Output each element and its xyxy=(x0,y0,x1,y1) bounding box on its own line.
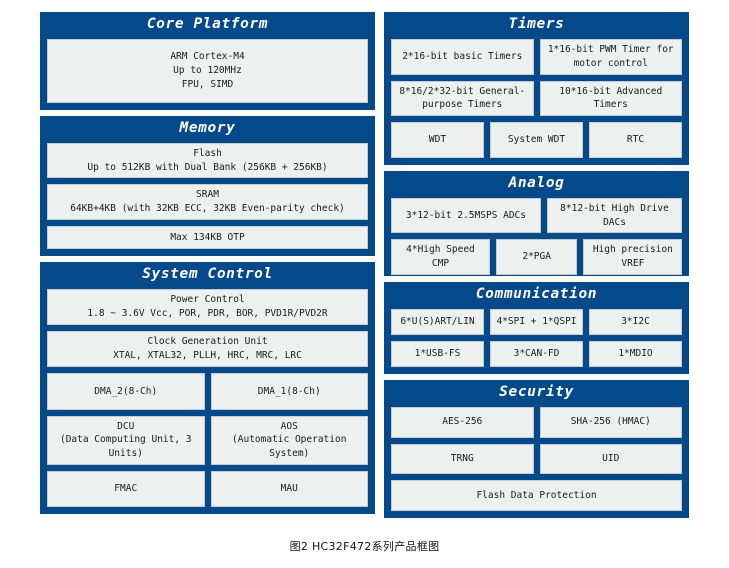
block-cell-dma-2: DMA_2(8-Ch) xyxy=(47,373,205,410)
system-control-row-dma: DMA_2(8-Ch) DMA_1(8-Ch) xyxy=(47,373,368,410)
section-title-core-platform: Core Platform xyxy=(146,16,269,32)
system-control-row-power: Power Control 1.8 ~ 3.6V Vcc, POR, PDR, … xyxy=(47,288,368,326)
section-analog: Analog 3*12-bit 2.5MSPS ADCs 8*12-bit Hi… xyxy=(384,171,689,276)
block-cell-pwm-timer: 1*16-bit PWM Timer for motor control xyxy=(539,38,682,75)
block-cell-rtc: RTC xyxy=(589,122,682,158)
section-memory: Memory Flash Up to 512KB with Dual Bank … xyxy=(40,116,375,256)
section-communication: Communication 6*U(S)ART/LIN 4*SPI + 1*QS… xyxy=(384,282,689,374)
section-title-security: Security xyxy=(499,384,574,400)
block-cell-usart-lin: 6*U(S)ART/LIN xyxy=(391,308,484,335)
security-row-trng-uid: TRNG UID xyxy=(391,443,682,475)
block-cell-aos: AOS (Automatic Operation System) xyxy=(210,415,368,465)
block-cell-usb-fs: 1*USB-FS xyxy=(391,340,484,367)
security-row-aes-sha: AES-256 SHA-256 (HMAC) xyxy=(391,406,682,438)
block-cell-dma-1: DMA_1(8-Ch) xyxy=(210,373,368,410)
memory-row-sram: SRAM 64KB+4KB (with 32KB ECC, 32KB Even-… xyxy=(47,184,368,220)
block-cell-basic-timers: 2*16-bit basic Timers xyxy=(391,38,534,75)
block-cell-sha-256: SHA-256 (HMAC) xyxy=(539,406,682,438)
system-control-row-fmac-mau: FMAC MAU xyxy=(47,470,368,507)
memory-row-otp: Max 134KB OTP xyxy=(47,226,368,249)
analog-row-cmp-pga-vref: 4*High Speed CMP 2*PGA High precision VR… xyxy=(391,239,683,275)
system-control-row-clock: Clock Generation Unit XTAL, XTAL32, PLLH… xyxy=(47,331,368,368)
section-title-analog: Analog xyxy=(508,175,565,191)
block-cell-vref: High precision VREF xyxy=(583,239,683,275)
block-cell-cortex-m4: ARM Cortex-M4 Up to 120MHz FPU, SIMD xyxy=(47,38,368,103)
block-cell-clock-generation-unit: Clock Generation Unit XTAL, XTAL32, PLLH… xyxy=(47,331,368,368)
communication-row-uart-spi-i2c: 6*U(S)ART/LIN 4*SPI + 1*QSPI 3*I2C xyxy=(391,308,682,335)
block-cell-trng: TRNG xyxy=(391,443,534,475)
section-title-timers: Timers xyxy=(508,16,565,32)
left-column: Core Platform ARM Cortex-M4 Up to 120MHz… xyxy=(40,12,375,524)
timers-row-general-advanced: 8*16/2*32-bit General-purpose Timers 10*… xyxy=(391,80,682,117)
section-title-communication: Communication xyxy=(475,286,598,302)
block-cell-dacs: 8*12-bit High Drive DACs xyxy=(546,197,683,234)
block-cell-sram: SRAM 64KB+4KB (with 32KB ECC, 32KB Even-… xyxy=(47,184,368,220)
figure-caption: 图2 HC32F472系列产品框图 xyxy=(289,540,440,553)
block-cell-fmac: FMAC xyxy=(47,470,205,507)
block-cell-mau: MAU xyxy=(210,470,368,507)
timers-row-wdt-rtc: WDT System WDT RTC xyxy=(391,122,682,158)
timers-rows: 2*16-bit basic Timers 1*16-bit PWM Timer… xyxy=(391,38,682,158)
section-system-control: System Control Power Control 1.8 ~ 3.6V … xyxy=(40,262,375,514)
block-cell-i2c: 3*I2C xyxy=(589,308,682,335)
block-cell-system-wdt: System WDT xyxy=(490,122,583,158)
memory-row-flash: Flash Up to 512KB with Dual Bank (256KB … xyxy=(47,142,368,179)
section-timers: Timers 2*16-bit basic Timers 1*16-bit PW… xyxy=(384,12,689,165)
core-platform-rows: ARM Cortex-M4 Up to 120MHz FPU, SIMD xyxy=(47,38,368,103)
section-title-memory: Memory xyxy=(179,120,236,136)
block-cell-flash: Flash Up to 512KB with Dual Bank (256KB … xyxy=(47,142,368,179)
memory-rows: Flash Up to 512KB with Dual Bank (256KB … xyxy=(47,142,368,249)
analog-row-adc-dac: 3*12-bit 2.5MSPS ADCs 8*12-bit High Driv… xyxy=(391,197,683,234)
section-security: Security AES-256 SHA-256 (HMAC) TRNG UID… xyxy=(384,380,689,518)
block-cell-flash-data-protection: Flash Data Protection xyxy=(391,480,682,511)
block-cell-mdio: 1*MDIO xyxy=(589,340,682,367)
security-rows: AES-256 SHA-256 (HMAC) TRNG UID Flash Da… xyxy=(391,406,682,511)
core-platform-row: ARM Cortex-M4 Up to 120MHz FPU, SIMD xyxy=(47,38,368,103)
system-control-row-dcu-aos: DCU (Data Computing Unit, 3 Units) AOS (… xyxy=(47,415,368,465)
block-cell-spi-qspi: 4*SPI + 1*QSPI xyxy=(490,308,583,335)
block-cell-adcs: 3*12-bit 2.5MSPS ADCs xyxy=(391,197,541,234)
block-cell-power-control: Power Control 1.8 ~ 3.6V Vcc, POR, PDR, … xyxy=(47,288,368,326)
communication-rows: 6*U(S)ART/LIN 4*SPI + 1*QSPI 3*I2C 1*USB… xyxy=(391,308,682,367)
section-title-system-control: System Control xyxy=(142,266,273,282)
block-cell-aes-256: AES-256 xyxy=(391,406,534,438)
product-block-diagram: Core Platform ARM Cortex-M4 Up to 120MHz… xyxy=(40,12,689,524)
block-cell-high-speed-cmp: 4*High Speed CMP xyxy=(391,239,490,275)
block-cell-uid: UID xyxy=(539,443,682,475)
block-cell-pga: 2*PGA xyxy=(495,239,578,275)
system-control-rows: Power Control 1.8 ~ 3.6V Vcc, POR, PDR, … xyxy=(47,288,368,507)
section-core-platform: Core Platform ARM Cortex-M4 Up to 120MHz… xyxy=(40,12,375,110)
communication-row-usb-can-mdio: 1*USB-FS 3*CAN-FD 1*MDIO xyxy=(391,340,682,367)
block-cell-dcu: DCU (Data Computing Unit, 3 Units) xyxy=(47,415,205,465)
block-cell-otp: Max 134KB OTP xyxy=(47,226,368,249)
block-cell-wdt: WDT xyxy=(391,122,484,158)
block-cell-advanced-timers: 10*16-bit Advanced Timers xyxy=(539,80,682,117)
timers-row-basic-pwm: 2*16-bit basic Timers 1*16-bit PWM Timer… xyxy=(391,38,682,75)
right-column: Timers 2*16-bit basic Timers 1*16-bit PW… xyxy=(384,12,689,524)
security-row-flash-protection: Flash Data Protection xyxy=(391,480,682,511)
analog-rows: 3*12-bit 2.5MSPS ADCs 8*12-bit High Driv… xyxy=(391,197,683,275)
block-cell-general-purpose-timers: 8*16/2*32-bit General-purpose Timers xyxy=(391,80,534,117)
block-cell-can-fd: 3*CAN-FD xyxy=(490,340,583,367)
